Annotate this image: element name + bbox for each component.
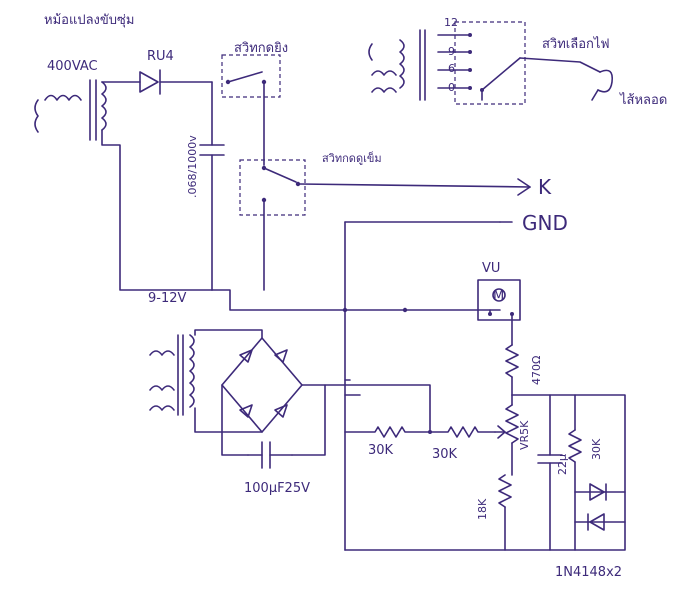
label-30k-b: 30K xyxy=(432,447,458,462)
hv-capacitor xyxy=(199,81,225,291)
label-power-transformer: หม้อแปลงขับซุ่ม xyxy=(44,13,134,28)
hv-transformer xyxy=(34,79,107,141)
resistor-30k-b xyxy=(429,425,506,439)
relay-switch xyxy=(225,71,267,166)
label-relay-switch: สวิทกดยิง xyxy=(234,41,288,56)
label-tube: ไส้หลอด xyxy=(619,92,667,108)
filament-transformer xyxy=(368,29,426,101)
label-r470: 470Ω xyxy=(530,356,543,385)
label-k: K xyxy=(538,175,552,199)
rail-9-12v xyxy=(211,289,501,311)
resistor-18k xyxy=(498,474,512,551)
label-tap-0: 0 xyxy=(448,81,455,94)
label-18k: 18K xyxy=(476,498,489,520)
label-100uf: 100μF25V xyxy=(244,481,310,496)
selector-switch-box xyxy=(454,21,526,105)
selector-switch xyxy=(437,33,601,101)
label-capacitor-068: .068/1000v xyxy=(186,135,199,198)
lv-transformer xyxy=(149,334,195,416)
resistor-470 xyxy=(505,344,519,396)
label-trigger-switch: สวิทกดดูเข็ม xyxy=(322,151,382,165)
resistor-30k-c xyxy=(568,394,582,551)
label-vu: VU xyxy=(482,261,500,276)
label-selector-switch: สวิทเลือกไฟ xyxy=(542,36,610,52)
label-400vac: 400VAC xyxy=(47,59,98,74)
vr-5k xyxy=(505,394,519,476)
label-ru4: RU4 xyxy=(147,49,174,64)
label-vr5k: VR5K xyxy=(518,420,531,450)
bridge-rectifier xyxy=(221,337,303,433)
label-22u: 22μ xyxy=(556,454,569,475)
resistor-30k-a xyxy=(344,426,431,438)
label-30k-c: 30K xyxy=(590,438,603,460)
label-gnd: GND xyxy=(522,211,568,235)
vu-meter xyxy=(477,279,521,321)
label-1n4148: 1N4148x2 xyxy=(555,565,622,580)
trigger-switch-box xyxy=(239,159,306,216)
label-9-12v: 9-12V xyxy=(148,291,187,306)
label-tap-6: 6 xyxy=(448,62,455,75)
capacitor-22u xyxy=(537,394,563,551)
label-meter-m: M xyxy=(493,289,504,304)
diode-ru4 xyxy=(139,69,161,95)
relay-switch-box xyxy=(221,54,281,98)
diodes-1n4148 xyxy=(574,483,626,531)
filament-lamp xyxy=(591,69,614,101)
label-30k-a: 30K xyxy=(368,443,394,458)
label-tap-9: 9 xyxy=(448,45,455,58)
label-tap-12: 12 xyxy=(444,16,458,29)
filter-capacitor xyxy=(247,441,293,469)
trigger-switch xyxy=(261,165,531,291)
